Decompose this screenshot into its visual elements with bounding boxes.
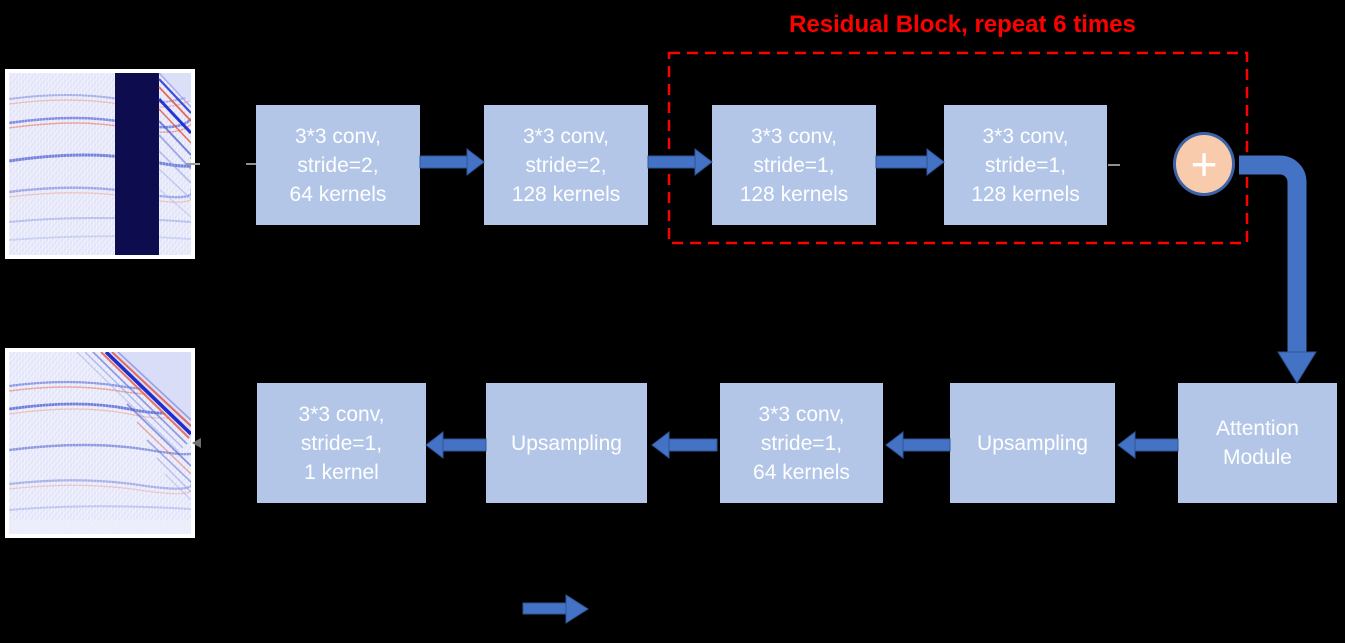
node-conv-1-s1: 3*3 conv, stride=1, 1 kernel (257, 383, 426, 503)
arrow-shaft (902, 438, 951, 452)
node-line: stride=1, (760, 431, 843, 455)
arrow-shaft (875, 155, 928, 169)
legend-arrow-shaft (522, 602, 567, 615)
node-line: 64 kernels (753, 460, 850, 484)
arrow-head-left-icon (885, 430, 904, 460)
node-line: 3*3 conv, (751, 124, 837, 148)
residual-block-title: Residual Block, repeat 6 times (789, 11, 1136, 38)
output-seismic-art (9, 352, 191, 534)
input-seismic-image (5, 69, 195, 259)
arrow-head-right-icon (466, 147, 485, 177)
arrow-head-left-icon (651, 430, 670, 460)
node-line: 128 kernels (971, 182, 1080, 206)
node-line: stride=2, (297, 153, 379, 177)
output-seismic-image (5, 348, 195, 538)
node-conv-128-s2: 3*3 conv, stride=2, 128 kernels (484, 105, 648, 225)
node-line: 3*3 conv, (982, 124, 1069, 148)
residual-add-node: + (1173, 132, 1235, 196)
elbow-connector-plus-to-attention (1239, 155, 1317, 384)
arrow-head-left-icon (425, 430, 444, 460)
node-line: 3*3 conv, (523, 124, 609, 148)
node-line: Upsampling (977, 431, 1088, 455)
node-line: 128 kernels (739, 182, 849, 206)
arrow-head-right-icon (926, 147, 945, 177)
arrow-shaft (419, 155, 468, 169)
node-line: 3*3 conv, (758, 402, 845, 426)
node-attention-module: Attention Module (1178, 383, 1337, 503)
arrow-head-left-icon (1117, 430, 1136, 460)
node-line: 1 kernel (304, 460, 379, 484)
node-upsampling-2: Upsampling (950, 383, 1115, 503)
arrow-shaft (442, 438, 487, 452)
arrow-shaft (668, 438, 718, 452)
node-line: Attention (1216, 417, 1299, 440)
masked-trace-band (115, 73, 159, 255)
node-conv-64-s2: 3*3 conv, stride=2, 64 kernels (256, 105, 420, 225)
node-line: stride=1, (984, 153, 1067, 177)
arrow-shaft (1134, 438, 1179, 452)
elbow-shaft (1239, 155, 1307, 352)
arrow-head-down-icon (1277, 351, 1317, 384)
node-conv-128-s1-a: 3*3 conv, stride=1, 128 kernels (712, 105, 876, 225)
node-line: stride=2, (525, 153, 607, 177)
node-conv-128-s1-b: 3*3 conv, stride=1, 128 kernels (944, 105, 1107, 225)
node-upsampling-1: Upsampling (486, 383, 647, 503)
node-line: Upsampling (511, 431, 622, 455)
legend-arrow-head-icon (565, 594, 589, 624)
node-line: 3*3 conv, (295, 124, 381, 148)
legend-arrow (522, 594, 589, 624)
arrow-head-right-icon (694, 147, 713, 177)
arrow-shaft (647, 155, 696, 169)
node-line: 64 kernels (289, 182, 387, 206)
node-line: 128 kernels (511, 182, 621, 206)
node-conv-64-s1: 3*3 conv, stride=1, 64 kernels (720, 383, 883, 503)
node-line: stride=1, (300, 431, 383, 455)
node-line: Module (1223, 446, 1292, 469)
input-seismic-art (9, 73, 191, 255)
node-line: 3*3 conv, (298, 402, 385, 426)
plus-icon: + (1190, 138, 1218, 190)
node-line: stride=1, (753, 153, 835, 177)
